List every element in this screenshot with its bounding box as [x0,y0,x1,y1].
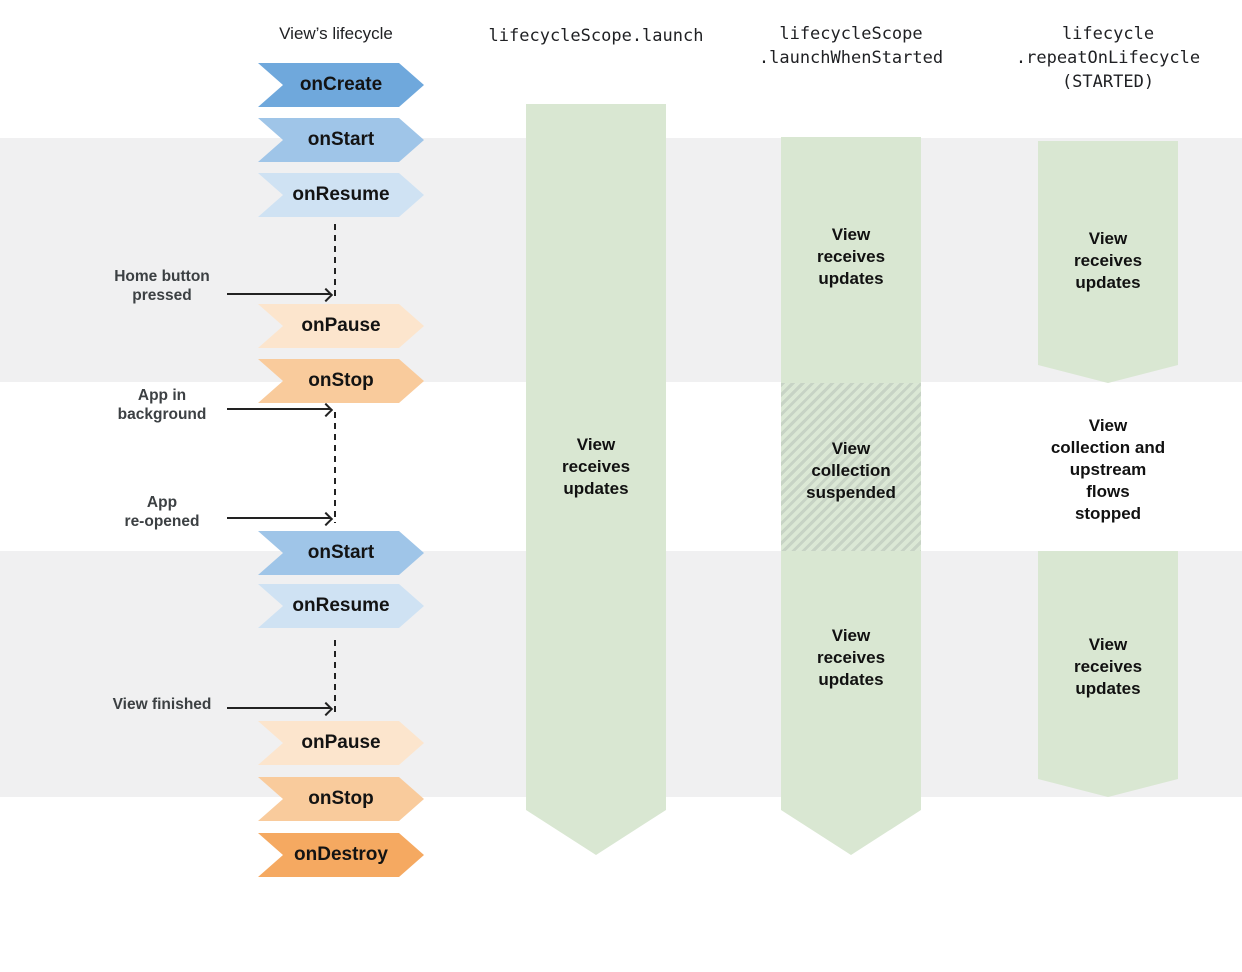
bar-repeatonlifecycle-first [1038,141,1178,383]
dashed-line-2 [334,412,336,523]
dashed-line-3 [334,640,336,712]
arrow-app-re-opened [227,517,331,519]
text-lws-receives-updates-top: View receives updates [816,225,886,288]
text-lws-receives-updates-bottom: View receives updates [816,626,886,689]
chevron-onresume-2: onResume [258,584,424,628]
label-app-in-background: App in background [117,387,207,423]
bar-repeatonlifecycle-second [1038,551,1178,797]
chevron-onpause: onPause [258,304,424,348]
chevron-onresume: onResume [258,173,424,217]
text-rol-receives-updates-bottom: View receives updates [1073,635,1143,698]
label-app-re-opened: App re-opened [124,494,200,530]
hatch-collection-suspended [781,383,921,551]
chevron-onstop-2: onStop [258,777,424,821]
text-launch-receives-updates: View receives updates [561,435,631,498]
arrow-view-finished [227,707,331,709]
chevron-ondestroy: onDestroy [258,833,424,877]
header-views-lifecycle: View’s lifecycle [279,24,393,43]
arrow-app-in-background [227,408,331,410]
text-lws-collection-suspended: View collection suspended [806,439,896,502]
header-lifecyclescope-launch: lifecycleScope.launch [488,26,704,46]
text-rol-receives-updates-top: View receives updates [1073,229,1143,292]
bar-launchwhenstarted [781,137,921,855]
arrow-home-button-pressed [227,293,331,295]
chevron-onstart: onStart [258,118,424,162]
text-rol-flows-stopped: View collection and upstream flows stopp… [1050,416,1166,523]
chevron-oncreate: onCreate [258,63,424,107]
chevron-onpause-2: onPause [258,721,424,765]
label-view-finished: View finished [112,696,212,713]
bar-lifecyclescope-launch [526,104,666,855]
chevron-onstop: onStop [258,359,424,403]
chevron-onstart-2: onStart [258,531,424,575]
header-launchwhenstarted: lifecycleScope .launchWhenStarted [758,24,944,68]
dashed-line-1 [334,224,336,298]
label-home-button-pressed: Home button pressed [114,268,210,304]
header-repeatonlifecycle: lifecycle .repeatOnLifecycle (STARTED) [1015,24,1201,92]
